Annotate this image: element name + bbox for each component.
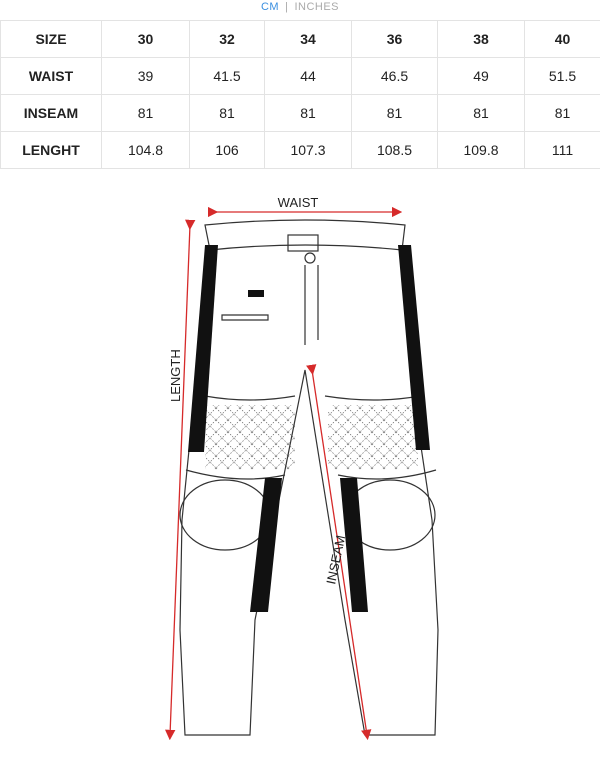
inseam-label: INSEAM <box>323 534 348 586</box>
table-cell: 44 <box>264 57 352 95</box>
unit-separator: | <box>285 1 289 13</box>
table-cell: 109.8 <box>437 131 525 169</box>
table-cell: 81 <box>437 94 525 132</box>
left-knee-quilt <box>205 405 295 470</box>
row-label: INSEAM <box>0 94 102 132</box>
unit-inches[interactable]: INCHES <box>294 1 340 13</box>
length-label: LENGTH <box>168 349 183 402</box>
pants-diagram: WAIST LENGTH INSEAM <box>165 195 439 741</box>
waist-label: WAIST <box>278 195 319 210</box>
inseam-arrow <box>306 364 372 741</box>
unit-cm[interactable]: CM <box>260 1 280 13</box>
row-label: WAIST <box>0 57 102 95</box>
table-cell: 81 <box>264 94 352 132</box>
unit-toggle: CM | INCHES <box>0 0 600 14</box>
table-cell: 81 <box>351 94 438 132</box>
table-cell: 81 <box>524 94 600 132</box>
right-knee-quilt <box>328 405 418 470</box>
table-cell: 38 <box>437 20 525 58</box>
table-cell: 111 <box>524 131 600 169</box>
table-cell: 46.5 <box>351 57 438 95</box>
measure-arrows <box>165 206 403 741</box>
table-cell: 39 <box>101 57 190 95</box>
pants-outline <box>179 219 439 736</box>
table-cell: 36 <box>351 20 438 58</box>
table-cell: 32 <box>189 20 265 58</box>
row-label: LENGHT <box>0 131 102 169</box>
table-cell: 107.3 <box>264 131 352 169</box>
table-cell: 106 <box>189 131 265 169</box>
table-cell: 34 <box>264 20 352 58</box>
table-cell: 81 <box>189 94 265 132</box>
row-label: SIZE <box>0 20 102 58</box>
table-cell: 104.8 <box>101 131 190 169</box>
table-cell: 51.5 <box>524 57 600 95</box>
length-arrow <box>165 219 196 741</box>
table-cell: 40 <box>524 20 600 58</box>
table-cell: 30 <box>101 20 190 58</box>
table-cell: 49 <box>437 57 525 95</box>
table-cell: 108.5 <box>351 131 438 169</box>
table-cell: 41.5 <box>189 57 265 95</box>
table-cell: 81 <box>101 94 190 132</box>
